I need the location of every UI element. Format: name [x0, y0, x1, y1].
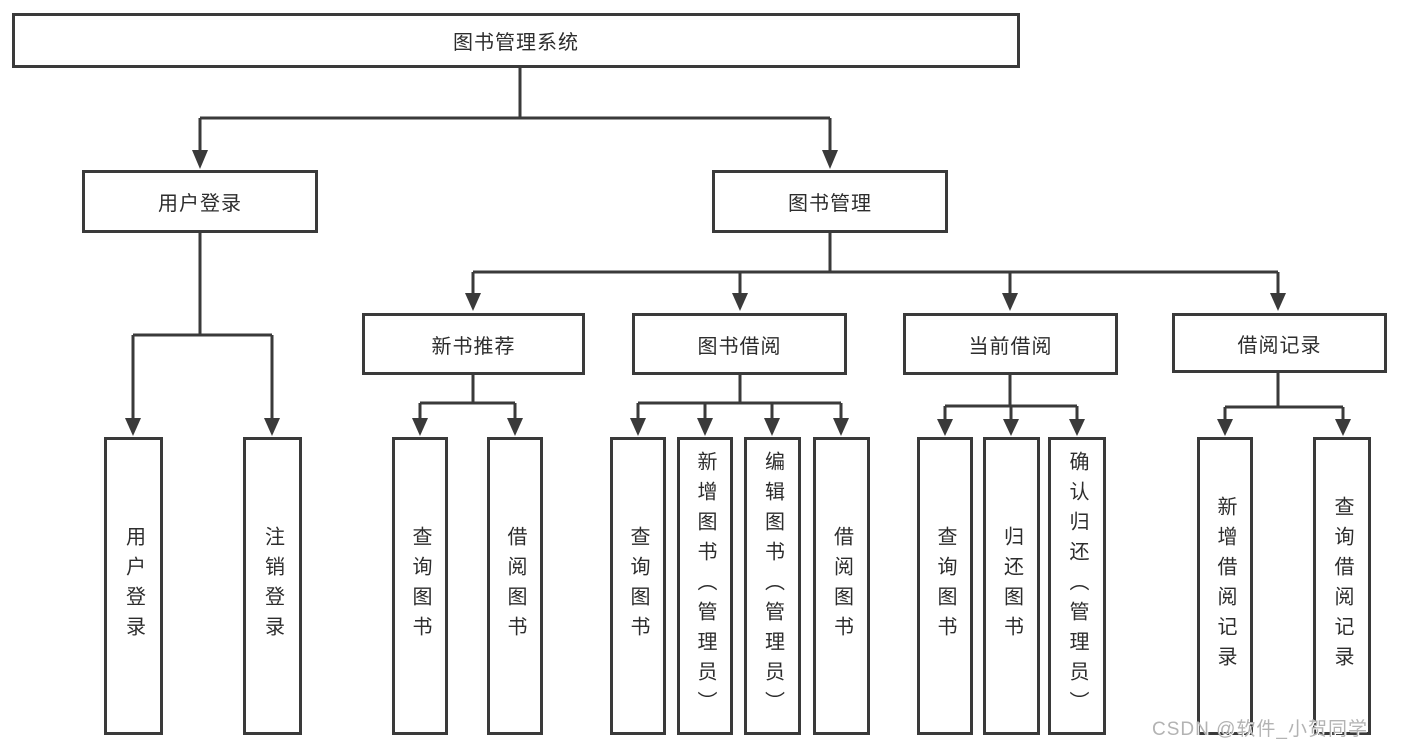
node-borrowing-records: 借阅记录 — [1172, 313, 1387, 373]
leaf-return-books-label: 归还图书 — [1000, 526, 1023, 646]
node-current-borrowing: 当前借阅 — [903, 313, 1118, 375]
leaf-confirm-return-admin-label: 确认归还（管理员） — [1066, 451, 1088, 721]
leaf-add-borrow-record-label: 新增借阅记录 — [1214, 496, 1236, 676]
leaf-query-books-recommend: 查询图书 — [392, 437, 448, 735]
node-book-management: 图书管理 — [712, 170, 948, 233]
leaf-query-books-current-label: 查询图书 — [934, 526, 956, 646]
leaf-query-books-current: 查询图书 — [917, 437, 973, 735]
node-library-management-system: 图书管理系统 — [12, 13, 1020, 68]
leaf-return-books: 归还图书 — [983, 437, 1040, 735]
leaf-add-books-admin: 新增图书（管理员） — [677, 437, 733, 735]
leaf-query-borrow-record: 查询借阅记录 — [1313, 437, 1371, 735]
leaf-query-books-borrowing: 查询图书 — [610, 437, 666, 735]
leaf-borrow-books-recommend: 借阅图书 — [487, 437, 543, 735]
leaf-add-books-admin-label: 新增图书（管理员） — [694, 451, 716, 721]
node-user-login: 用户登录 — [82, 170, 318, 233]
node-book-borrowing: 图书借阅 — [632, 313, 847, 375]
csdn-watermark: CSDN @软件_小贺同学 — [1152, 719, 1368, 740]
node-new-book-recommendation: 新书推荐 — [362, 313, 585, 375]
leaf-edit-books-admin-label: 编辑图书（管理员） — [761, 451, 784, 721]
leaf-edit-books-admin: 编辑图书（管理员） — [744, 437, 801, 735]
leaf-query-books-borrowing-label: 查询图书 — [627, 526, 649, 646]
leaf-logout-label: 注销登录 — [261, 526, 284, 646]
leaf-user-login: 用户登录 — [104, 437, 163, 735]
leaf-borrow-books-recommend-label: 借阅图书 — [504, 526, 526, 646]
leaf-add-borrow-record: 新增借阅记录 — [1197, 437, 1253, 735]
leaf-query-books-recommend-label: 查询图书 — [409, 526, 431, 646]
leaf-user-login-label: 用户登录 — [122, 526, 145, 646]
leaf-logout: 注销登录 — [243, 437, 302, 735]
leaf-borrow-books-borrowing-label: 借阅图书 — [830, 526, 853, 646]
leaf-confirm-return-admin: 确认归还（管理员） — [1048, 437, 1106, 735]
leaf-query-borrow-record-label: 查询借阅记录 — [1331, 496, 1353, 676]
leaf-borrow-books-borrowing: 借阅图书 — [813, 437, 870, 735]
